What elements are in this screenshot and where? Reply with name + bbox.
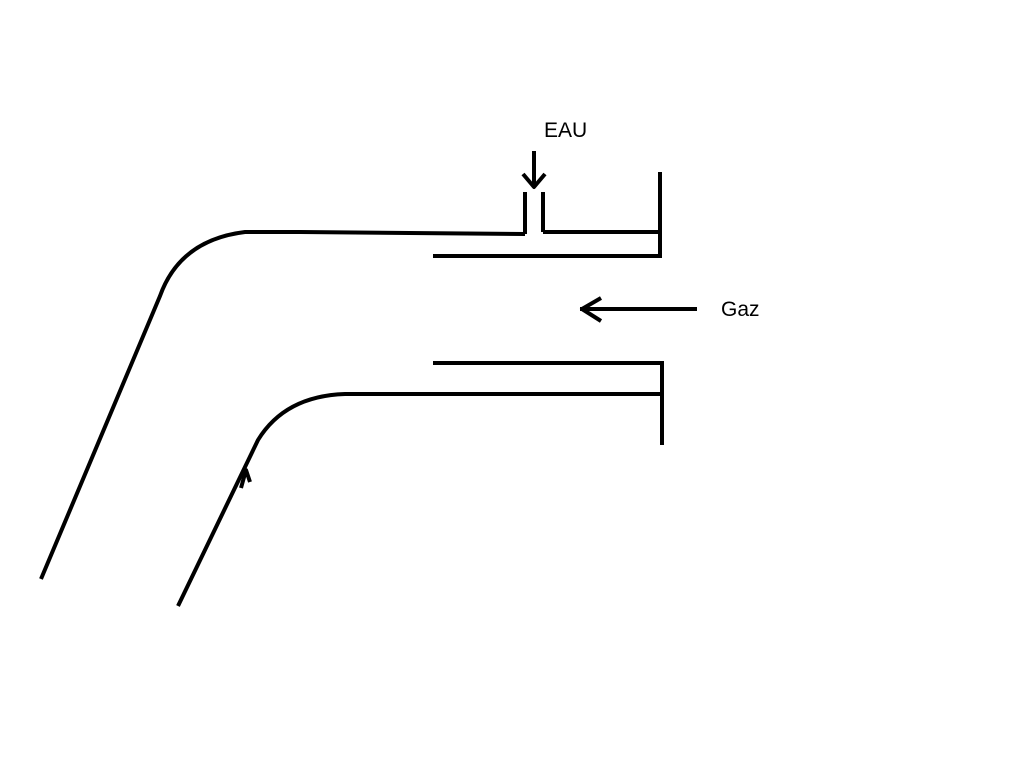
flow-direction-tick <box>239 468 252 489</box>
water-arrow-icon <box>521 151 547 189</box>
lower-pipe-wall <box>176 392 662 607</box>
gas-label: Gaz <box>721 298 760 321</box>
water-label: EAU <box>544 119 587 142</box>
upper-pipe-wall <box>39 230 526 580</box>
gas-arrow-icon <box>580 296 697 323</box>
